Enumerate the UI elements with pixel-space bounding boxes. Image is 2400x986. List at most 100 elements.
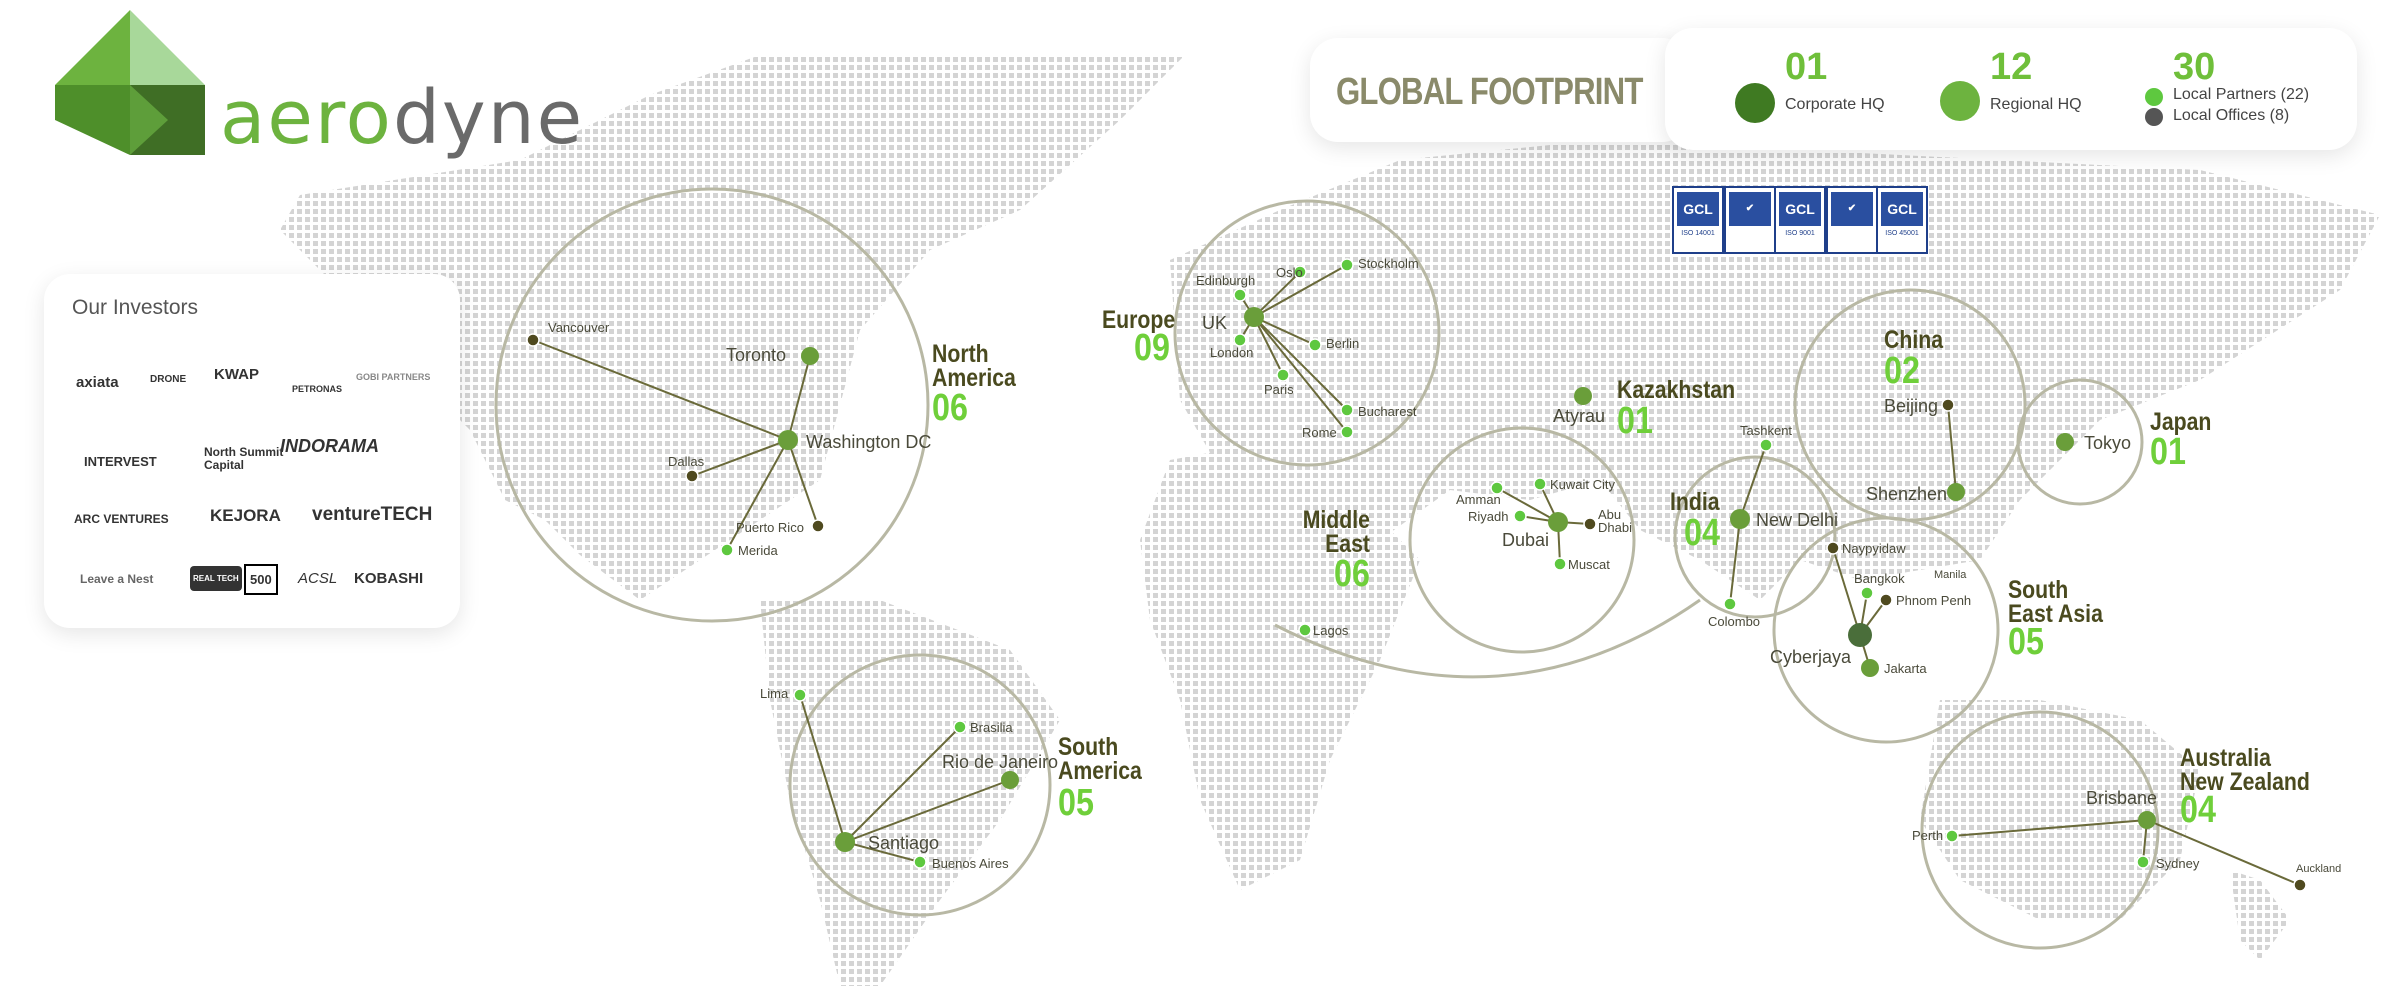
cert-caption: ISO 9001 xyxy=(1785,230,1815,237)
region-australia-nz: Australia New Zealand xyxy=(2180,744,2310,796)
region-south-america: South America xyxy=(1058,733,1142,785)
region-north-america-count: 06 xyxy=(932,387,968,429)
legend-regional-label: Regional HQ xyxy=(1990,96,2082,113)
corporate-hq-marker xyxy=(1848,623,1872,647)
city-toronto: Toronto xyxy=(726,345,787,365)
city-kuwait: Kuwait City xyxy=(1550,477,1616,492)
iso-14001-cert: GCL ISO 14001 xyxy=(1672,186,1724,254)
city-puerto-rico: Puerto Rico xyxy=(736,520,804,535)
region-south-east-asia-count: 05 xyxy=(2008,621,2044,663)
city-amman: Amman xyxy=(1456,492,1501,507)
region-japan: Japan xyxy=(2150,408,2212,436)
local-office-markers xyxy=(526,333,2307,892)
city-rio: Rio de Janeiro xyxy=(942,752,1059,772)
legend-partners-label: Local Partners (22) xyxy=(2173,86,2310,103)
local-office-legend-dot xyxy=(2145,108,2163,126)
gcl-badge: GCL xyxy=(1677,192,1719,226)
region-europe-count: 09 xyxy=(1134,327,1170,369)
city-brasilia: Brasilia xyxy=(970,720,1013,735)
aerodyne-pyramid-logo xyxy=(55,10,205,155)
ukas-icon: ✔ xyxy=(1729,192,1771,226)
city-bangkok: Bangkok xyxy=(1854,571,1905,586)
ukas-mark-2: ✔ xyxy=(1826,186,1878,254)
investor-logo: axiata xyxy=(76,374,119,391)
city-stockholm: Stockholm xyxy=(1358,256,1419,271)
city-santiago: Santiago xyxy=(868,833,940,853)
region-middle-east-count: 06 xyxy=(1334,553,1370,595)
city-tashkent: Tashkent xyxy=(1740,423,1793,438)
city-merida: Merida xyxy=(738,543,778,558)
region-india-count: 04 xyxy=(1684,512,1720,554)
brand-wordmark: aerodyne xyxy=(220,75,584,161)
region-kazakhstan-count: 01 xyxy=(1617,400,1653,442)
title-panel: GLOBAL FOOTPRINT xyxy=(1310,38,1690,142)
city-manila: Manila xyxy=(1934,569,1967,581)
investor-logo: KOBASHI xyxy=(354,570,424,587)
city-perth: Perth xyxy=(1912,828,1944,843)
city-naypyidaw: Naypyidaw xyxy=(1842,541,1906,556)
city-paris: Paris xyxy=(1264,382,1294,397)
city-oslo: Oslo xyxy=(1276,265,1303,280)
legend-panel: 01 Corporate HQ 12 Regional HQ 30 Local … xyxy=(1665,28,2357,150)
city-atyrau: Atyrau xyxy=(1553,406,1606,426)
investor-logo: ventureTECH xyxy=(312,504,433,525)
investor-logo: ARC VENTURES xyxy=(74,512,169,526)
city-cyberjaya: Cyberjaya xyxy=(1770,647,1852,667)
investor-logo: ACSL xyxy=(298,570,338,587)
brand-name-part2: dyne xyxy=(392,75,585,161)
city-beijing: Beijing xyxy=(1884,396,1939,416)
city-colombo: Colombo xyxy=(1708,614,1761,629)
city-sydney: Sydney xyxy=(2156,856,2200,871)
investor-logo: INTERVEST xyxy=(84,454,157,469)
region-europe: Europe xyxy=(1102,306,1176,334)
region-india: India xyxy=(1670,488,1720,516)
city-dubai: Dubai xyxy=(1502,530,1550,550)
city-uk: UK xyxy=(1202,313,1228,333)
city-shenzhen: Shenzhen xyxy=(1866,484,1948,504)
legend-offices-label: Local Offices (8) xyxy=(2173,107,2290,124)
city-new-delhi: New Delhi xyxy=(1756,510,1839,530)
city-phnom-penh: Phnom Penh xyxy=(1896,593,1972,608)
legend-corporate-count: 01 xyxy=(1785,46,1828,88)
investor-logo: North Summit Capital xyxy=(204,445,284,472)
investors-heading: Our Investors xyxy=(72,296,199,319)
city-berlin: Berlin xyxy=(1326,336,1360,351)
local-partner-legend-dot xyxy=(2145,88,2163,106)
investor-logo: GOBI PARTNERS xyxy=(356,372,431,382)
continents xyxy=(280,55,2380,986)
iso-9001-cert: GCL ISO 9001 xyxy=(1774,186,1826,254)
region-china: China xyxy=(1884,326,1944,354)
regional-hq-legend-dot xyxy=(1940,81,1980,121)
city-abu-dhabi: Abu Dhabi xyxy=(1598,507,1632,535)
city-rome: Rome xyxy=(1302,425,1337,440)
investor-logo: 500 xyxy=(244,564,278,595)
city-london: London xyxy=(1210,345,1254,360)
investor-logo: INDORAMA xyxy=(280,436,379,456)
city-washington: Washington DC xyxy=(806,432,932,452)
investor-logo: KWAP xyxy=(214,366,259,383)
page-title: GLOBAL FOOTPRINT xyxy=(1336,71,1643,113)
investor-logo: DRONE xyxy=(150,374,187,385)
city-tokyo: Tokyo xyxy=(2084,433,2132,453)
region-south-america-count: 05 xyxy=(1058,782,1094,824)
legend-local-count: 30 xyxy=(2173,46,2216,88)
city-bucharest: Bucharest xyxy=(1358,404,1417,419)
city-brisbane: Brisbane xyxy=(2086,788,2158,808)
city-lima: Lima xyxy=(760,686,789,701)
region-north-america: North America xyxy=(932,340,1016,392)
investor-logo: PETRONAS xyxy=(292,384,343,394)
city-vancouver: Vancouver xyxy=(548,320,610,335)
gcl-badge: GCL xyxy=(1779,192,1821,226)
investor-logo: REAL TECH xyxy=(190,566,242,591)
brand-name-part1: aero xyxy=(220,75,393,161)
gcl-badge: GCL xyxy=(1881,192,1923,226)
city-buenos-aires: Buenos Aires xyxy=(932,856,1009,871)
region-australia-nz-count: 04 xyxy=(2180,789,2216,831)
city-edinburgh: Edinburgh xyxy=(1196,273,1256,288)
city-auckland: Auckland xyxy=(2296,863,2342,875)
region-circles xyxy=(494,187,2160,950)
cert-caption: ISO 45001 xyxy=(1885,230,1919,237)
ukas-mark-1: ✔ xyxy=(1724,186,1776,254)
region-middle-east: Middle East xyxy=(1302,506,1370,558)
